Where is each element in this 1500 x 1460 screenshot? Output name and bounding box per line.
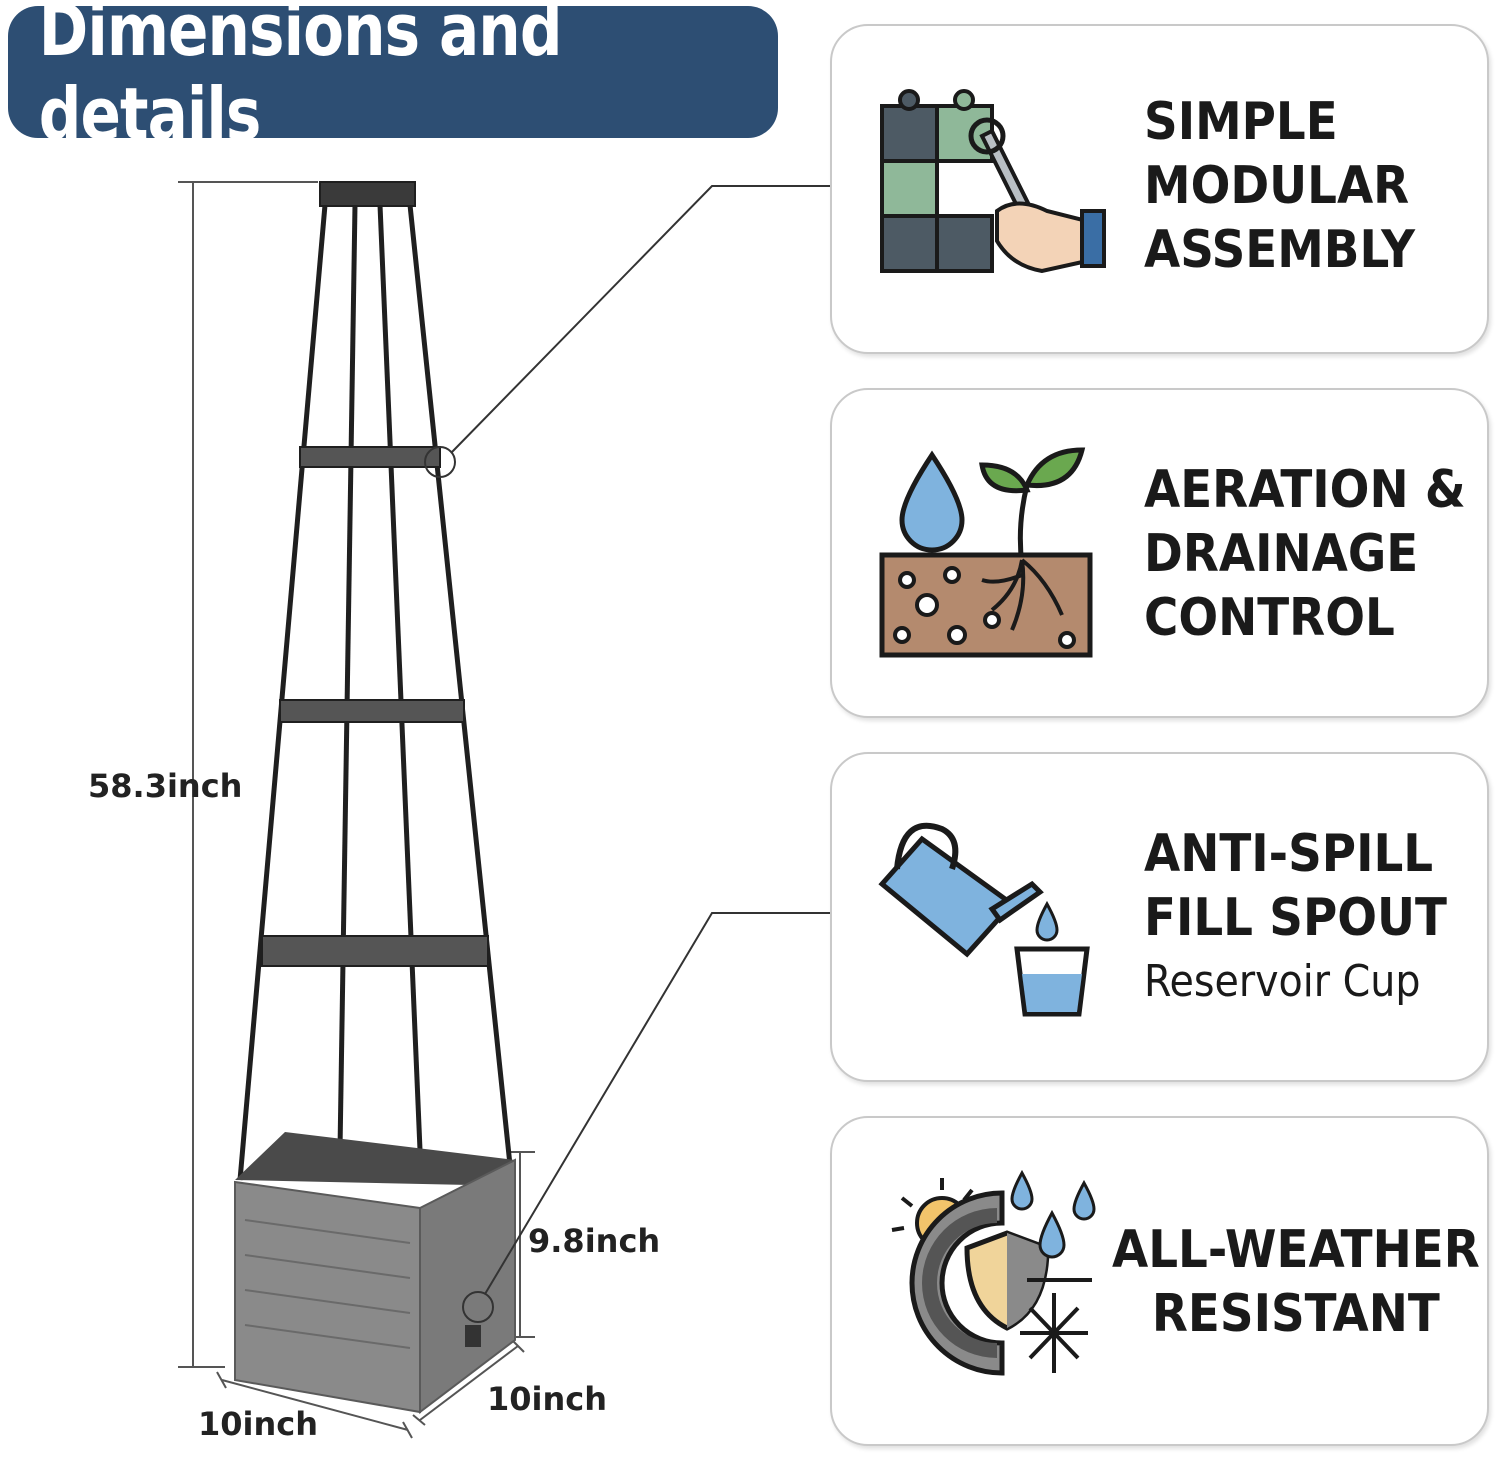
title-banner: Dimensions and details xyxy=(8,0,778,156)
callout-lines xyxy=(424,185,830,1323)
feature-3-line-2: FILL SPOUT xyxy=(1144,888,1447,948)
page-title: Dimensions and details xyxy=(38,0,563,156)
gear-shield-weather-icon xyxy=(891,1169,1096,1376)
feature-3-line-1: ANTI-SPILL xyxy=(1144,824,1434,884)
height-dimension-line xyxy=(178,181,318,1368)
feature-2-line-1: AERATION & xyxy=(1144,460,1466,520)
feature-3-subtitle: Reservoir Cup xyxy=(1144,956,1421,1007)
water-plant-soil-icon xyxy=(879,447,1093,658)
feature-4-line-2: RESISTANT xyxy=(1151,1284,1440,1344)
pot-side xyxy=(419,1158,516,1415)
feature-1-line-2: MODULAR xyxy=(1144,156,1410,216)
pot-opening xyxy=(235,1132,515,1185)
trellis-rings xyxy=(261,446,489,967)
pot-height-label: 9.8inch xyxy=(528,1222,661,1260)
feature-card-aeration: AERATION & DRAINAGE CONTROL xyxy=(830,388,1489,718)
feature-1-line-3: ASSEMBLY xyxy=(1144,220,1416,280)
fill-spout xyxy=(465,1325,481,1347)
feature-2-line-2: DRAINAGE xyxy=(1144,524,1419,584)
puzzle-wrench-icon xyxy=(880,89,1106,274)
trellis-planter-illustration xyxy=(178,181,830,1439)
feature-card-spout: ANTI-SPILL FILL SPOUT Reservoir Cup xyxy=(830,752,1489,1082)
watering-can-cup-icon xyxy=(878,822,1090,1017)
feature-card-assembly: SIMPLE MODULAR ASSEMBLY xyxy=(830,24,1489,354)
height-label: 58.3inch xyxy=(88,767,243,805)
pot-slats xyxy=(244,1219,411,1349)
feature-card-weather: ALL-WEATHER RESISTANT xyxy=(830,1116,1489,1446)
width-label: 10inch xyxy=(198,1405,319,1443)
feature-4-line-1: ALL-WEATHER xyxy=(1112,1220,1480,1280)
depth-label: 10inch xyxy=(487,1380,608,1418)
feature-1-line-1: SIMPLE xyxy=(1144,92,1338,152)
pot-front xyxy=(234,1180,421,1414)
trellis-top-cap xyxy=(319,181,416,207)
trellis-rods xyxy=(237,204,513,1181)
feature-2-line-3: CONTROL xyxy=(1144,588,1395,648)
